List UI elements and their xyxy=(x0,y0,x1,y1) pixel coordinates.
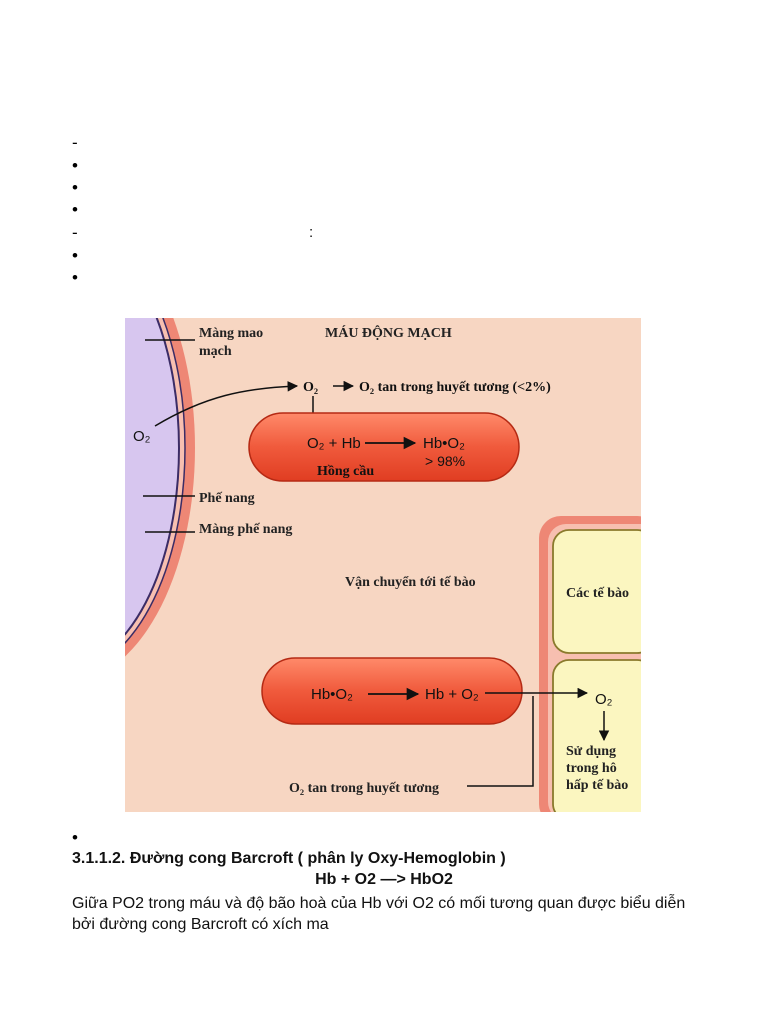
label-o2-alveolus: O₂ xyxy=(133,428,151,445)
label-dissolved-bottom: O₂ tan trong huyết tương xyxy=(289,781,439,796)
label-release-left: Hb•O₂ xyxy=(311,686,353,703)
list-marker-2: • xyxy=(72,157,78,174)
stray-colon: : xyxy=(309,224,313,241)
label-use-2: trong hô xyxy=(566,761,617,776)
oxygen-transport-figure: Màng mao mạch MÁU ĐỘNG MẠCH O₂ O₂ O₂ tan… xyxy=(125,318,641,812)
label-alveolar-membrane: Màng phế nang xyxy=(199,522,292,537)
label-capillary-membrane-1: Màng mao xyxy=(199,326,263,341)
list-marker-3: • xyxy=(72,179,78,196)
red-blood-cell-bottom xyxy=(262,658,522,724)
label-rbc-reaction: O₂ + Hb xyxy=(307,435,361,452)
list-marker-6: • xyxy=(72,247,78,264)
label-capillary-membrane-2: mạch xyxy=(199,344,232,359)
label-release-right: Hb + O₂ xyxy=(425,686,479,703)
list-marker-5: - xyxy=(72,224,78,241)
red-blood-cell-top xyxy=(249,413,519,481)
label-dissolved-top: O₂ tan trong huyết tương (<2%) xyxy=(359,380,551,395)
label-rbc-product: Hb•O₂ xyxy=(423,435,465,452)
label-cell-o2: O₂ xyxy=(595,691,613,708)
list-marker-8: • xyxy=(72,829,78,846)
label-o2-start: O₂ xyxy=(303,380,318,395)
label-rbc-percent: > 98% xyxy=(425,453,465,469)
label-use-1: Sử dụng xyxy=(566,744,616,759)
label-arterial-blood: MÁU ĐỘNG MẠCH xyxy=(325,324,452,341)
label-use-3: hấp tế bào xyxy=(566,778,628,793)
label-transport: Vận chuyển tới tế bào xyxy=(345,575,476,590)
list-marker-1: - xyxy=(72,134,78,151)
label-cells: Các tế bào xyxy=(566,586,629,601)
list-marker-4: • xyxy=(72,201,78,218)
oxygen-transport-diagram: Màng mao mạch MÁU ĐỘNG MẠCH O₂ O₂ O₂ tan… xyxy=(125,318,641,812)
list-marker-7: • xyxy=(72,269,78,286)
equation: Hb + O2 —> HbO2 xyxy=(0,871,768,889)
section-heading: 3.1.1.2. Đường cong Barcroft ( phân ly O… xyxy=(72,850,506,868)
label-red-cell: Hồng cầu xyxy=(317,464,374,479)
body-paragraph: Giữa PO2 trong máu và độ bão hoà của Hb … xyxy=(72,893,712,935)
label-alveolus: Phế nang xyxy=(199,491,255,506)
